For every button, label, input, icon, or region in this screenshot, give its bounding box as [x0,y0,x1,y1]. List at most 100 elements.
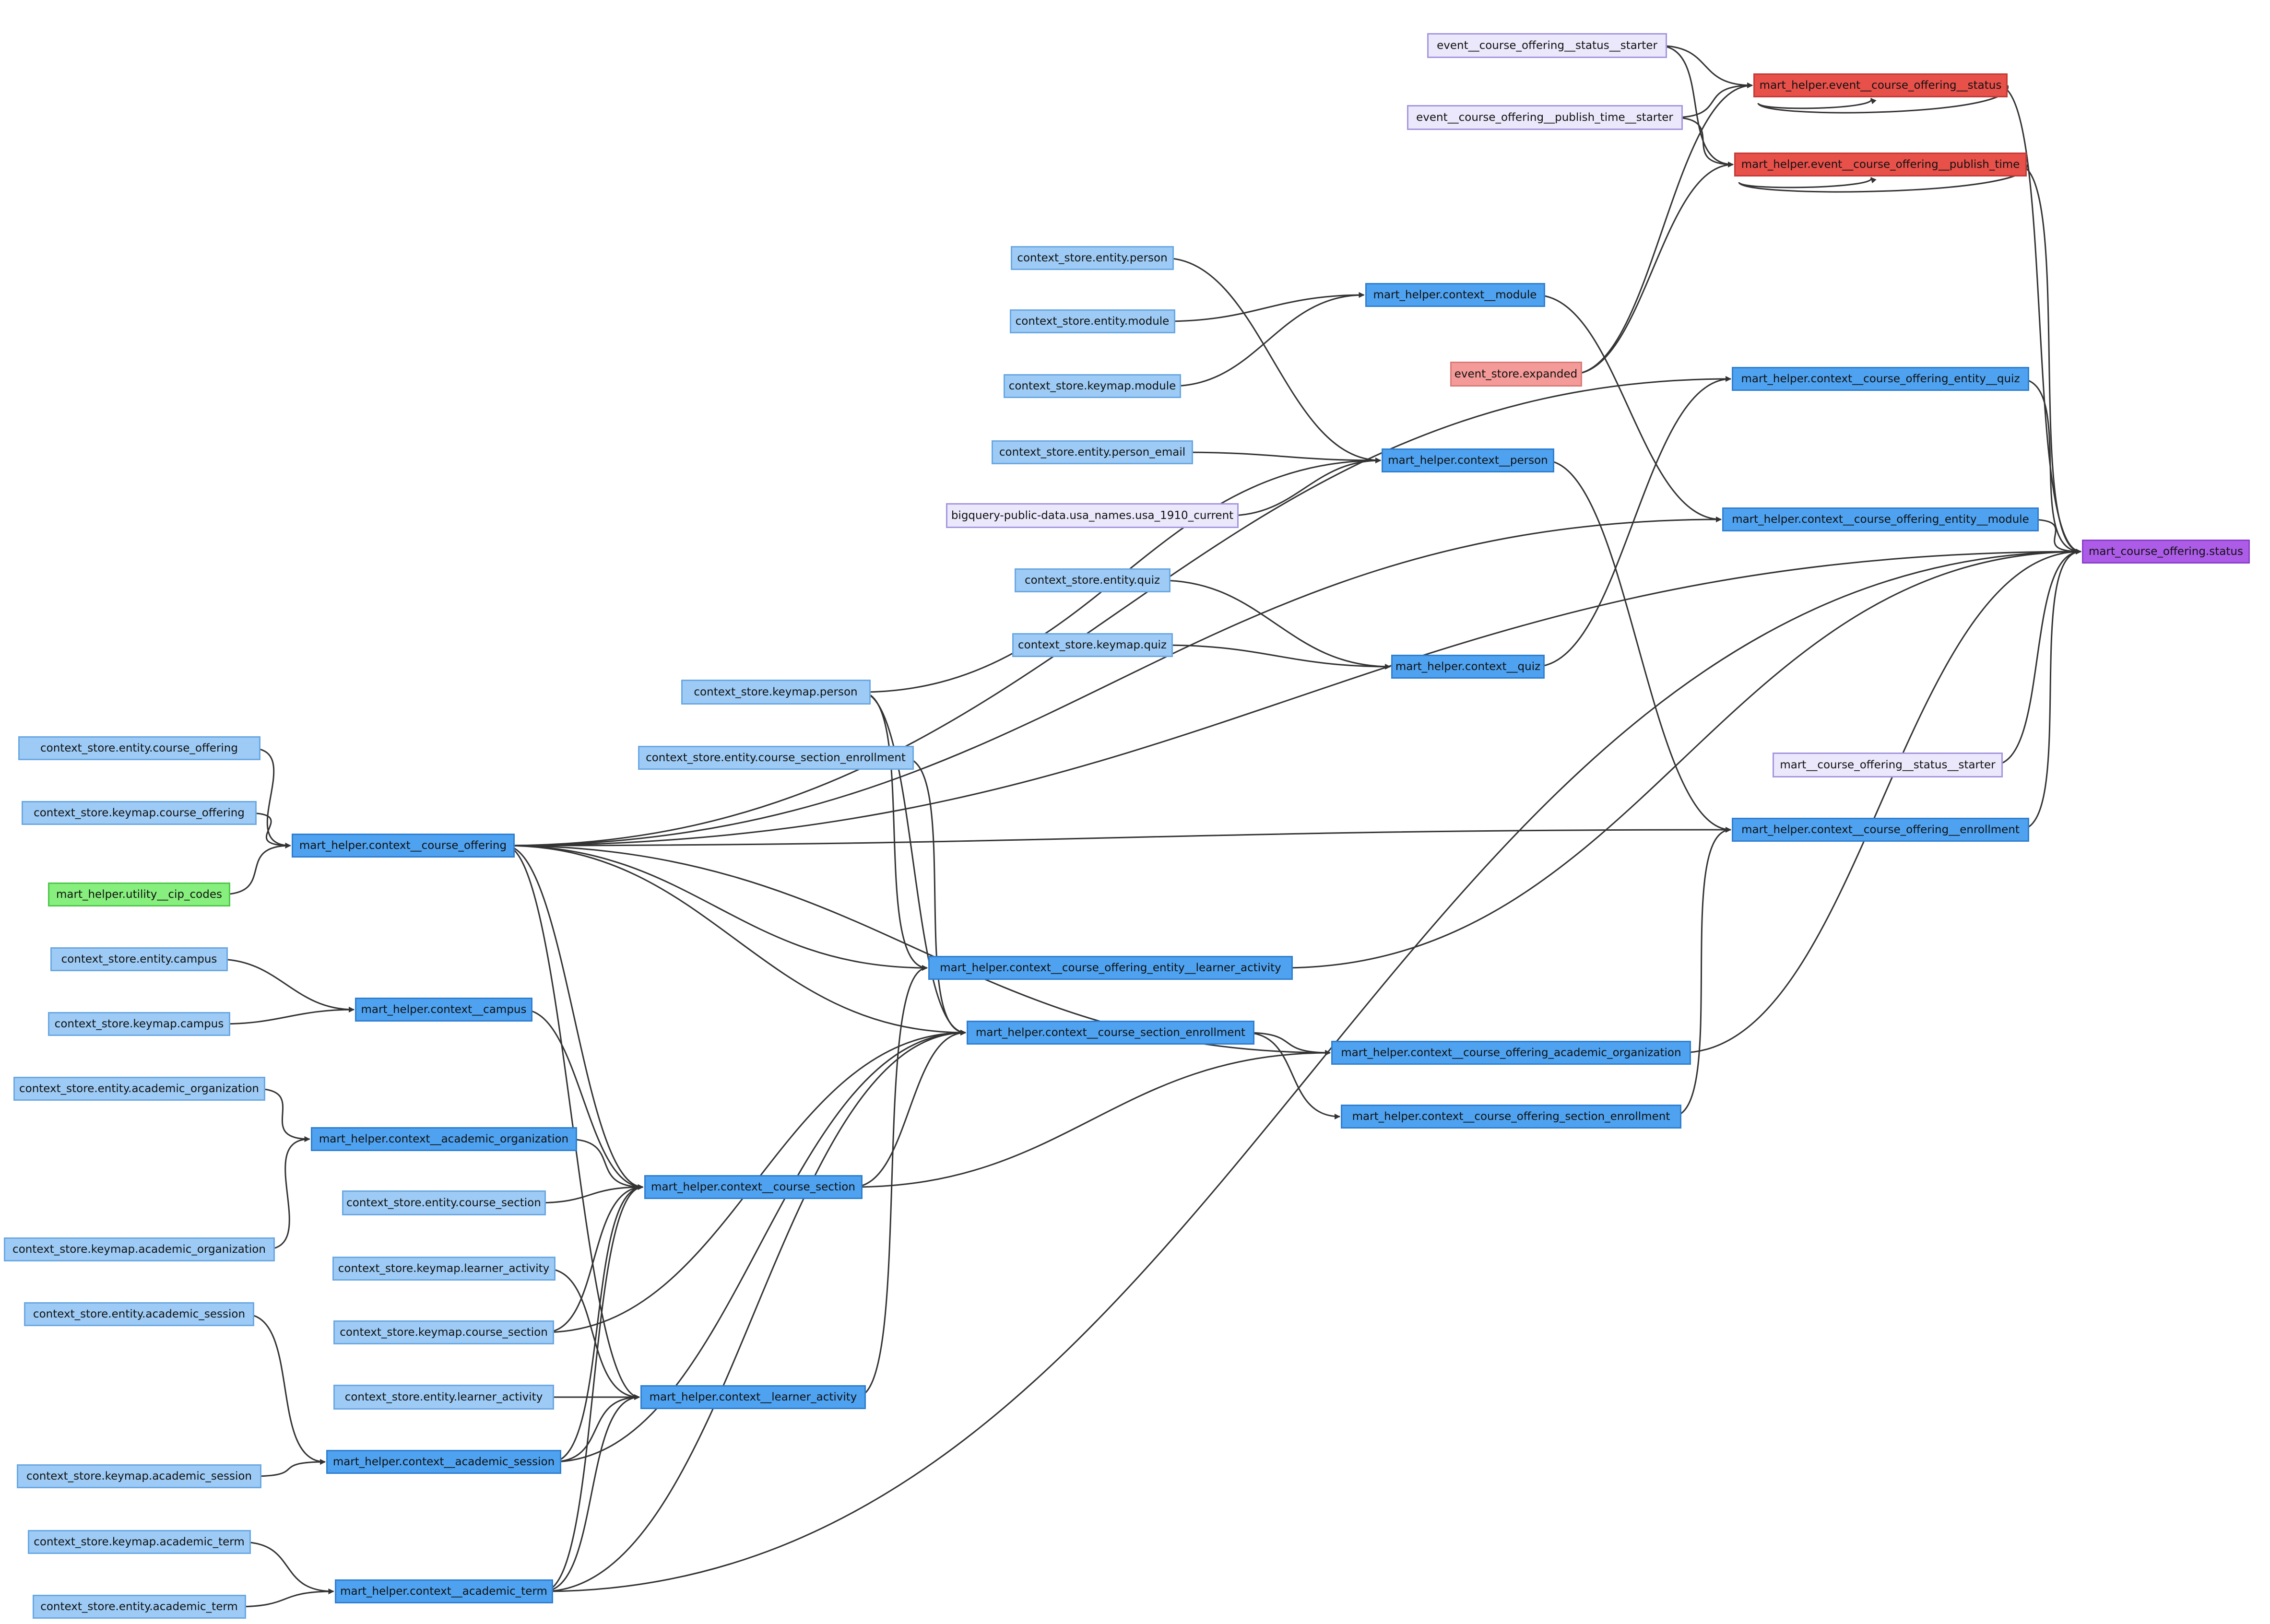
edge-ev-status-starter-to-ev-publish [1657,45,1734,167]
edge-ctx-cse-to-ctx-co-se [1244,1032,1340,1119]
edge-key-person-to-ctx-co-la [861,691,928,971]
edge-ctx-co-to-mart-status [505,549,2081,847]
edge-ctx-co-to-ctx-cs [505,845,644,1190]
node-ctx-la: mart_helper.context__learner_activity [640,1385,866,1409]
node-key-ao: context_store.keymap.academic_organizati… [3,1237,275,1261]
node-ent-co: context_store.entity.course_offering [18,736,260,760]
node-ev-publish-starter: event__course_offering__publish_time__st… [1407,105,1683,130]
node-ctx-cse: mart_helper.context__course_section_enro… [967,1021,1254,1045]
node-ent-as: context_store.entity.academic_session [24,1302,254,1326]
node-ctx-co-ao: mart_helper.context__course_offering_aca… [1331,1041,1691,1065]
node-ent-quiz: context_store.entity.quiz [1014,568,1170,592]
node-key-campus: context_store.keymap.campus [48,1012,230,1036]
edge-key-cs-to-ctx-cs [544,1184,644,1333]
edge-ent-co-to-ctx-co [250,747,291,848]
node-ent-person-email: context_store.entity.person_email [992,440,1193,464]
edge-ctx-co-to-ctx-co-module [505,517,1722,847]
edge-ctx-co-ao-to-mart-status [1681,549,2081,1054]
edge-ent-at-to-ctx-at [236,1589,334,1608]
edge-key-at-to-ctx-at [241,1541,334,1594]
node-ctx-module: mart_helper.context__module [1365,283,1545,307]
node-ent-person: context_store.entity.person [1011,246,1174,270]
edge-key-module-to-ctx-module [1171,292,1365,387]
node-ctx-co: mart_helper.context__course_offering [291,834,515,858]
edge-ent-as-to-ctx-as [244,1313,326,1465]
node-ctx-quiz: mart_helper.context__quiz [1391,655,1545,679]
edge-ent-module-to-ctx-module [1165,292,1365,322]
node-key-co: context_store.keymap.course_offering [22,801,257,825]
node-key-cs: context_store.keymap.course_section [333,1320,554,1344]
edge-ctx-co-to-ctx-co-quiz [505,376,1731,847]
edge-ctx-cse-to-ctx-co-ao [1244,1032,1331,1056]
edge-util-cip-to-ctx-co [220,843,291,895]
node-bq-names: bigquery-public-data.usa_names.usa_1910_… [946,503,1239,528]
node-key-person: context_store.keymap.person [681,680,871,705]
node-ent-cse: context_store.entity.course_section_enro… [638,746,914,770]
node-ctx-co-la: mart_helper.context__course_offering_ent… [928,956,1293,980]
edge-ev-status-starter-to-ev-status [1657,45,1753,88]
edge-ctx-la-to-ctx-co-la [856,965,928,1398]
edge-ctx-cs-to-ctx-cse [852,1030,966,1188]
edge-ctx-as-to-ctx-la [551,1394,640,1463]
edge-ctx-module-to-ctx-co-module [1535,294,1722,522]
node-ctx-co-se: mart_helper.context__course_offering_sec… [1341,1105,1681,1129]
edge-ctx-co-quiz-to-mart-status [2019,378,2081,554]
node-ev-status-starter: event__course_offering__status__starter [1427,33,1667,58]
edge-bq-names-to-ctx-person [1229,458,1381,517]
node-ent-campus: context_store.entity.campus [50,947,228,971]
node-key-as: context_store.keymap.academic_session [17,1464,261,1488]
edge-ctx-co-to-ctx-la [505,845,640,1400]
node-ent-module: context_store.entity.module [1009,309,1175,333]
node-mart-status: mart_course_offering.status [2082,540,2250,564]
node-ctx-as: mart_helper.context__academic_session [326,1450,561,1474]
node-mart-starter: mart__course_offering__status__starter [1773,753,2003,777]
node-util-cip: mart_helper.utility__cip_codes [48,883,230,906]
edge-ctx-co-to-ctx-co-la [505,845,928,971]
edge-ent-person-email-to-ctx-person [1183,451,1381,463]
edge-ent-ao-to-ctx-ao [255,1088,310,1142]
node-ctx-cs: mart_helper.context__course_section [644,1175,863,1199]
edge-key-ao-to-ctx-ao [265,1136,310,1250]
edge-mart-starter-to-mart-status [1993,549,2081,766]
edge-ent-cs-to-ctx-cs [536,1184,644,1204]
edge-ctx-at-to-ctx-la [543,1394,640,1592]
node-ctx-at: mart_helper.context__academic_term [334,1579,553,1603]
node-ent-ao: context_store.entity.academic_organizati… [13,1077,265,1101]
node-ctx-ao: mart_helper.context__academic_organizati… [310,1127,577,1151]
edge-ctx-ao-to-ctx-cs [567,1138,644,1190]
edge-ctx-at-to-ctx-cse [543,1030,966,1592]
node-ctx-co-enroll: mart_helper.context__course_offering__en… [1732,818,2029,842]
node-key-quiz: context_store.keymap.quiz [1012,633,1173,657]
edge-ctx-at-to-mart-status [543,549,2081,1592]
edge-key-quiz-to-ctx-quiz [1163,644,1391,670]
edge-ctx-as-to-ctx-cse [551,1030,966,1463]
node-key-la: context_store.keymap.learner_activity [332,1257,556,1281]
edge-ctx-co-la-to-mart-status [1283,549,2081,969]
node-ctx-co-quiz: mart_helper.context__course_offering_ent… [1732,367,2029,391]
edge-key-la-to-ctx-la [545,1268,640,1400]
edge-key-co-to-ctx-co [247,812,291,848]
node-event-expanded: event_store.expanded [1450,362,1582,387]
edge-ctx-co-module-to-mart-status [2029,518,2081,554]
node-ctx-campus: mart_helper.context__campus [355,998,532,1022]
edge-key-person-to-ctx-cse [861,691,966,1036]
node-ctx-co-module: mart_helper.context__course_offering_ent… [1722,507,2039,531]
edge-ent-quiz-to-ctx-quiz [1160,579,1391,670]
edge-ctx-co-se-to-ctx-co-enroll [1671,827,1731,1118]
node-ent-at: context_store.entity.academic_term [32,1595,246,1619]
edge-key-as-to-ctx-as [251,1459,326,1477]
edge-ctx-at-to-ctx-cs [543,1184,644,1592]
node-ev-status: mart_helper.event__course_offering__stat… [1753,73,2008,97]
edge-ent-person-to-ctx-person [1164,257,1381,463]
edge-ctx-co-to-ctx-co-enroll [505,827,1731,847]
node-ent-la: context_store.entity.learner_activity [333,1385,554,1410]
edge-ctx-person-to-ctx-co-enroll [1544,459,1731,833]
edge-ev-publish-starter-to-ev-status [1673,82,1753,118]
edge-ctx-campus-to-ctx-cs [522,1009,644,1190]
edge-ctx-cs-to-ctx-co-ao [852,1050,1331,1188]
node-ev-publish: mart_helper.event__course_offering__publ… [1734,153,2027,177]
edge-key-campus-to-ctx-campus [220,1007,355,1025]
node-key-module: context_store.keymap.module [1004,374,1181,398]
